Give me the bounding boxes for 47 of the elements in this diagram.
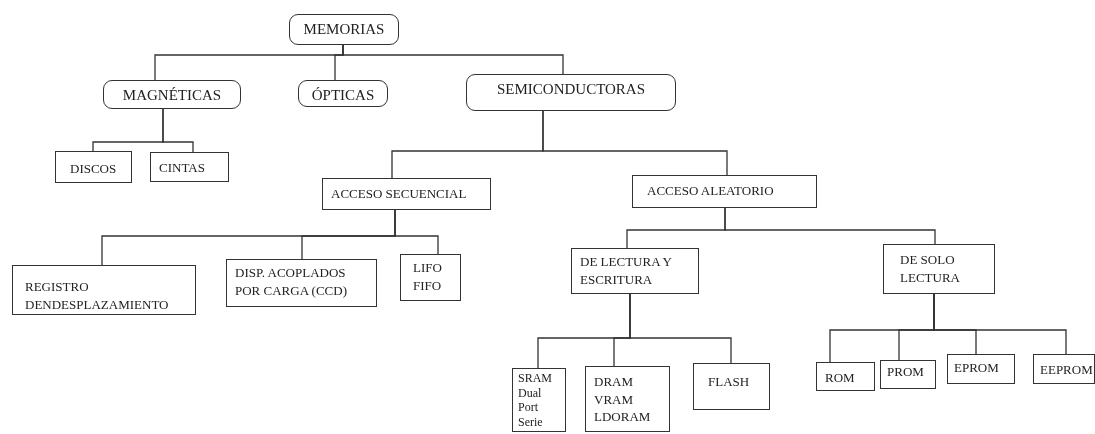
process-box xyxy=(400,254,461,301)
node-label: LIFO FIFO xyxy=(413,259,443,295)
connector-line xyxy=(162,108,194,153)
node-label: MAGNÉTICAS xyxy=(121,86,223,105)
process-box xyxy=(226,259,377,307)
connector-line xyxy=(342,44,564,75)
node-label: ROM xyxy=(825,369,856,387)
node-label: DE SOLO LECTURA xyxy=(900,251,961,287)
node-label: DISP. ACOPLADOS POR CARGA (CCD) xyxy=(235,264,348,300)
process-box xyxy=(55,151,132,183)
rounded-box xyxy=(289,14,399,45)
node-label: SRAM Dual Port Serie xyxy=(518,371,553,430)
node-label: EEPROM xyxy=(1040,361,1091,379)
node-label: ACCESO SECUENCIAL xyxy=(331,185,468,203)
connector-line xyxy=(724,207,936,245)
node-label: EPROM xyxy=(954,359,1000,377)
rounded-box xyxy=(103,80,241,109)
node-label: FLASH xyxy=(708,373,751,391)
process-box xyxy=(816,362,875,391)
node-label: REGISTRO DENDESPLAZAMIENTO xyxy=(25,278,170,314)
process-box xyxy=(632,175,817,208)
node-label: MEMORIAS xyxy=(302,20,386,39)
process-box xyxy=(512,368,566,432)
process-box xyxy=(693,363,770,410)
connector-line xyxy=(394,209,439,255)
process-box xyxy=(1033,354,1095,384)
process-box xyxy=(322,178,491,210)
connector-line xyxy=(933,293,1067,355)
node-label: CINTAS xyxy=(159,159,206,177)
process-box xyxy=(12,265,196,315)
node-label: SEMICONDUCTORAS xyxy=(495,80,647,99)
rounded-box xyxy=(298,80,388,107)
connector-line xyxy=(629,293,732,364)
process-box xyxy=(880,360,936,389)
node-label: DE LECTURA Y ESCRITURA xyxy=(580,253,673,289)
rounded-box xyxy=(466,74,676,111)
node-label: PROM xyxy=(887,363,925,381)
node-label: ÓPTICAS xyxy=(310,86,376,105)
process-box xyxy=(585,366,670,432)
node-label: DISCOS xyxy=(70,160,118,178)
process-box xyxy=(150,152,229,182)
process-box xyxy=(883,244,995,294)
connector-line xyxy=(542,110,728,176)
node-label: ACCESO ALEATORIO xyxy=(647,182,775,200)
node-label: DRAM VRAM LDORAM xyxy=(594,373,652,426)
process-box xyxy=(947,354,1015,384)
process-box xyxy=(571,248,699,294)
